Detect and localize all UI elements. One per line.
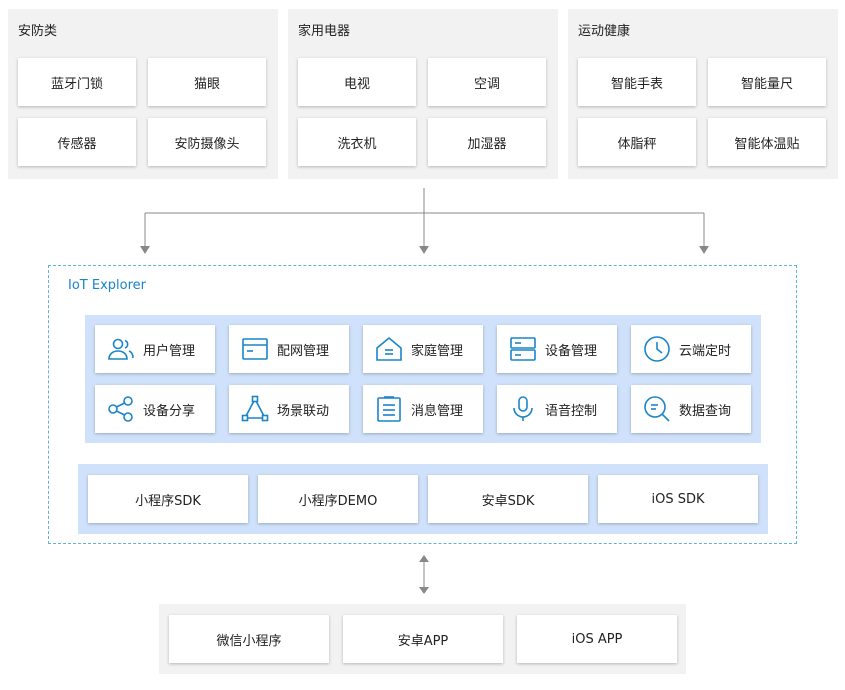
function-home-management: 家庭管理 <box>363 325 483 373</box>
iot-explorer-container: IoT Explorer <box>48 265 797 544</box>
group-title: 运动健康 <box>578 24 631 39</box>
function-panel: 用户管理 配网管理 家庭管理 设备管理 云端定时 设备分享 <box>85 315 761 443</box>
arrow-up-icon <box>419 555 429 562</box>
function-device-sharing: 设备分享 <box>95 385 215 433</box>
platform-title: IoT Explorer <box>68 278 146 293</box>
browser-window-icon <box>242 338 268 360</box>
function-scene-linkage: 场景联动 <box>229 385 349 433</box>
app-card: 微信小程序 <box>169 615 329 663</box>
function-label: 设备管理 <box>545 343 598 359</box>
sdk-panel: 小程序SDK 小程序DEMO 安卓SDK iOS SDK <box>78 464 768 534</box>
device-card: 加湿器 <box>428 118 546 166</box>
device-card: 体脂秤 <box>578 118 696 166</box>
function-label: 语音控制 <box>545 403 598 419</box>
server-icon <box>510 337 536 361</box>
device-card: 蓝牙门锁 <box>18 58 136 106</box>
device-card: 空调 <box>428 58 546 106</box>
group-appliances: 家用电器 电视 空调 洗衣机 加湿器 <box>288 9 558 179</box>
app-card: 安卓APP <box>343 615 503 663</box>
function-label: 用户管理 <box>143 343 196 359</box>
device-card: 猫眼 <box>148 58 266 106</box>
clipboard-list-icon <box>377 396 401 422</box>
function-message-management: 消息管理 <box>363 385 483 433</box>
search-icon <box>644 396 670 422</box>
app-panel: 微信小程序 安卓APP iOS APP <box>159 604 686 674</box>
function-user-management: 用户管理 <box>95 325 215 373</box>
arrow-down-icon <box>419 246 429 254</box>
linkage-triangle-icon <box>241 395 269 422</box>
device-card: 智能手表 <box>578 58 696 106</box>
device-card: 智能量尺 <box>708 58 826 106</box>
device-card: 智能体温贴 <box>708 118 826 166</box>
sdk-card: 安卓SDK <box>428 475 588 523</box>
arrow-down-icon <box>419 587 429 594</box>
function-label: 配网管理 <box>277 343 330 359</box>
sdk-card: 小程序SDK <box>88 475 248 523</box>
function-device-management: 设备管理 <box>497 325 617 373</box>
device-card: 电视 <box>298 58 416 106</box>
group-title: 家用电器 <box>298 24 351 39</box>
device-card: 洗衣机 <box>298 118 416 166</box>
function-cloud-timer: 云端定时 <box>631 325 751 373</box>
app-card: iOS APP <box>517 615 677 663</box>
group-security: 安防类 蓝牙门锁 猫眼 传感器 安防摄像头 <box>8 9 278 179</box>
clock-icon <box>644 336 670 362</box>
sdk-card: iOS SDK <box>598 475 758 523</box>
function-label: 数据查询 <box>679 403 732 419</box>
share-icon <box>108 396 133 422</box>
function-label: 消息管理 <box>411 403 464 419</box>
home-icon <box>376 336 402 361</box>
device-card: 安防摄像头 <box>148 118 266 166</box>
function-network-config: 配网管理 <box>229 325 349 373</box>
function-voice-control: 语音控制 <box>497 385 617 433</box>
function-label: 设备分享 <box>143 403 196 419</box>
arrow-down-icon <box>699 246 709 254</box>
function-label: 家庭管理 <box>411 343 464 359</box>
function-label: 云端定时 <box>679 343 732 359</box>
sdk-card: 小程序DEMO <box>258 475 418 523</box>
arrow-down-icon <box>140 246 150 254</box>
function-data-query: 数据查询 <box>631 385 751 433</box>
function-label: 场景联动 <box>277 403 330 419</box>
device-card: 传感器 <box>18 118 136 166</box>
group-title: 安防类 <box>18 24 58 39</box>
microphone-icon <box>513 396 533 421</box>
group-health: 运动健康 智能手表 智能量尺 体脂秤 智能体温贴 <box>568 9 838 179</box>
users-icon <box>108 338 134 360</box>
